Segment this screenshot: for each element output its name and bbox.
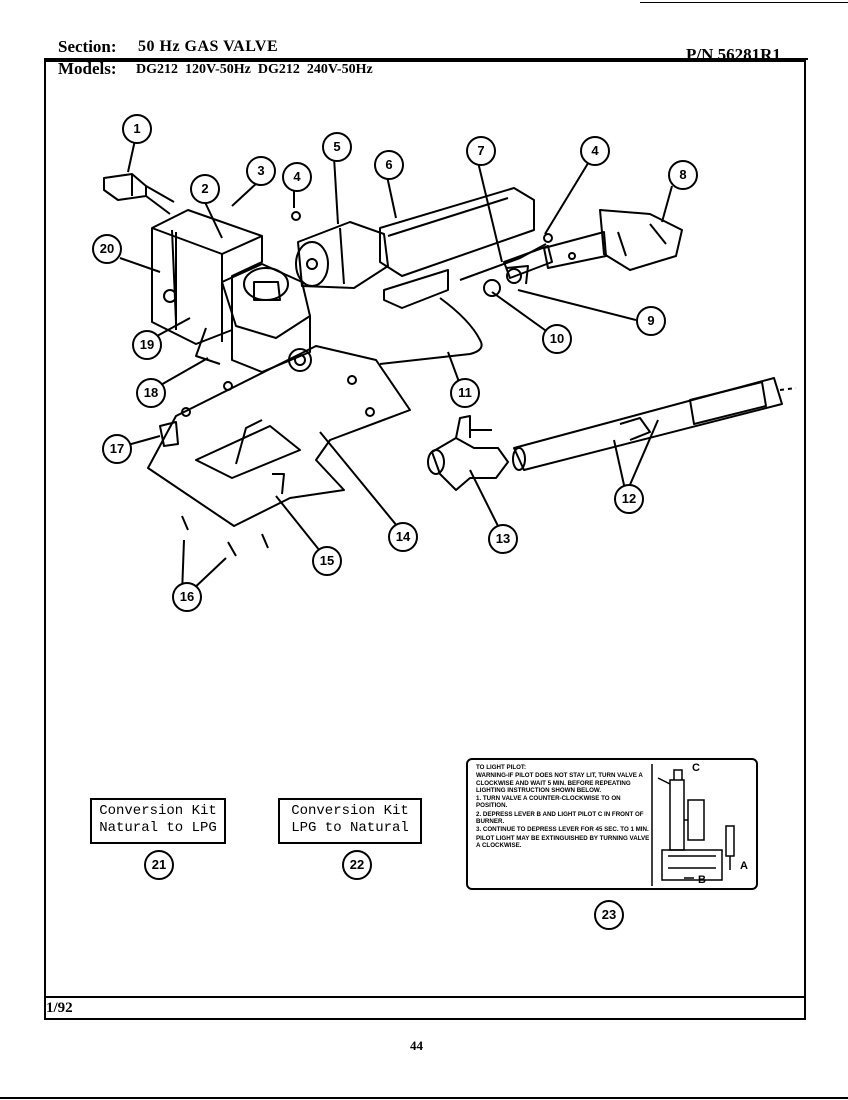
section-label: Section:: [58, 37, 117, 56]
exploded-parts-drawing: [103, 139, 797, 595]
callout-6: 6: [374, 150, 404, 180]
callout-4b: 4: [580, 136, 610, 166]
callout-3: 3: [246, 156, 276, 186]
models-label: Models:: [58, 59, 117, 78]
header-underline: [44, 58, 808, 60]
callout-17: 17: [102, 434, 132, 464]
callout-11: 11: [450, 378, 480, 408]
pilot-valve-illustration: [651, 764, 735, 886]
bottom-rule: [0, 1097, 848, 1099]
conversion-kit-lpg-to-natural: Conversion Kit LPG to Natural: [278, 798, 422, 844]
revision-date: 1/92: [46, 1000, 73, 1016]
callout-9: 9: [636, 306, 666, 336]
callout-22: 22: [342, 850, 372, 880]
callout-19: 19: [132, 330, 162, 360]
pilot-step-3: 3. CONTINUE TO DEPRESS LEVER FOR 45 SEC.…: [476, 826, 649, 834]
callout-12: 12: [614, 484, 644, 514]
pilot-label-a: A: [740, 860, 748, 872]
kit21-line2: Natural to LPG: [99, 820, 217, 836]
callout-2: 2: [190, 174, 220, 204]
callout-23: 23: [594, 900, 624, 930]
callout-21: 21: [144, 850, 174, 880]
pilot-warning: WARNING-IF PILOT DOES NOT STAY LIT, TURN…: [476, 772, 643, 794]
callout-20: 20: [92, 234, 122, 264]
pilot-instructions-text: TO LIGHT PILOT: WARNING-IF PILOT DOES NO…: [476, 764, 651, 850]
callout-4a: 4: [282, 162, 312, 192]
callout-8: 8: [668, 160, 698, 190]
footer-rule: [44, 996, 806, 998]
kit22-line2: LPG to Natural: [291, 820, 409, 836]
pilot-step-1: 1. TURN VALVE A COUNTER-CLOCKWISE TO ON …: [476, 795, 621, 810]
kit21-line1: Conversion Kit: [99, 803, 217, 819]
top-rule: [640, 2, 848, 3]
page-number: 44: [410, 1038, 423, 1053]
callout-14: 14: [388, 522, 418, 552]
section-title: 50 Hz GAS VALVE: [138, 38, 279, 55]
pilot-label-c: C: [692, 762, 700, 774]
callout-15: 15: [312, 546, 342, 576]
pilot-title: TO LIGHT PILOT:: [476, 764, 527, 771]
pilot-label-b: B: [698, 874, 706, 886]
kit22-line1: Conversion Kit: [291, 803, 409, 819]
conversion-kit-natural-to-lpg: Conversion Kit Natural to LPG: [90, 798, 226, 844]
callout-10: 10: [542, 324, 572, 354]
callout-5: 5: [322, 132, 352, 162]
callout-13: 13: [488, 524, 518, 554]
pilot-note: PILOT LIGHT MAY BE EXTINGUISHED BY TURNI…: [476, 834, 650, 849]
callout-7: 7: [466, 136, 496, 166]
models-list: DG212 120V-50Hz DG212 240V-50Hz: [136, 62, 373, 77]
diagram-frame: [44, 60, 806, 1020]
callout-18: 18: [136, 378, 166, 408]
pilot-lighting-label: TO LIGHT PILOT: WARNING-IF PILOT DOES NO…: [466, 758, 758, 890]
pilot-step-2: 2. DEPRESS LEVER B AND LIGHT PILOT C IN …: [476, 810, 644, 826]
callout-16: 16: [172, 582, 202, 612]
callout-1: 1: [122, 114, 152, 144]
